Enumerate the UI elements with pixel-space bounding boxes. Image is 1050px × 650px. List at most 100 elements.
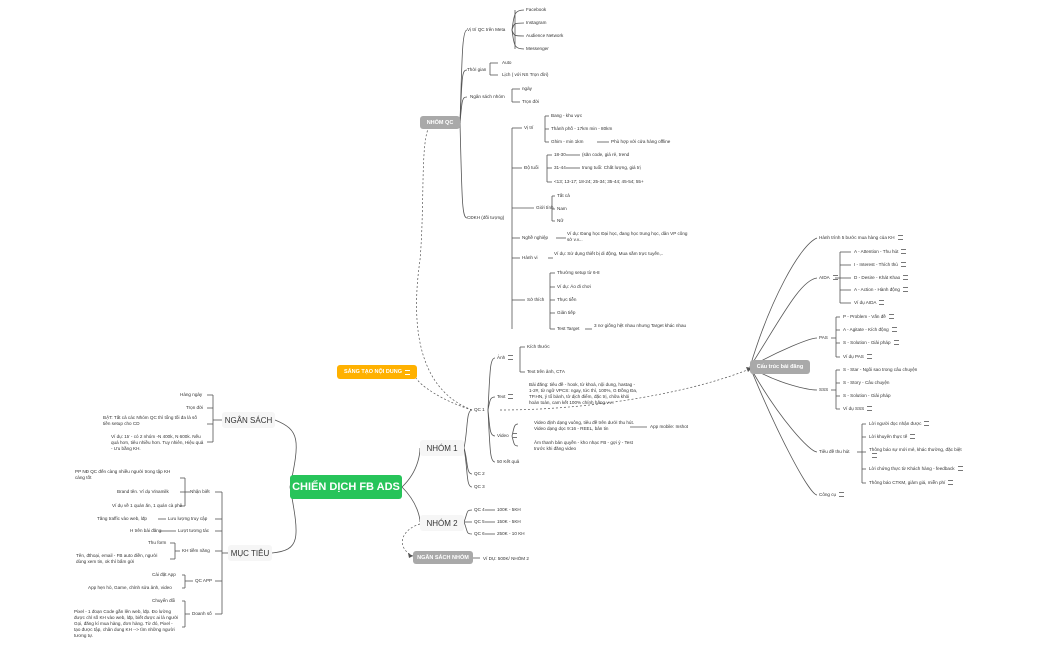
kh-tiem-nang-item-1: Thu form: [148, 540, 167, 545]
aida-interest: I - Interest - Thích thú: [854, 262, 906, 268]
note-icon: [867, 406, 873, 412]
vi-tri-ghim: Ghim - min 1km: [551, 139, 584, 144]
vi-tri-thanh-pho: Thành phố - 17km min - 80km: [551, 126, 613, 131]
qc6-budget: 250K - 10 KH: [497, 531, 525, 536]
ngan-sach-ngay: ngày: [522, 86, 532, 91]
ngan-sach-tron-doi: Trọn đời: [522, 99, 540, 104]
qc5-budget: 150K - 5KH: [497, 519, 521, 524]
cdkh-vi-tri-label: Vị trí: [524, 125, 534, 130]
do-tuoi-b: 31-44: [554, 165, 566, 170]
note-icon: [872, 453, 877, 459]
placement-messenger: Messenger: [526, 46, 549, 51]
sss-label: SSS: [819, 387, 829, 392]
note-icon: [508, 394, 514, 400]
luu-luong-note: Tăng traffic vào web, lđp: [97, 516, 147, 521]
note-icon: [893, 340, 899, 346]
video-note-a: Video định dạng vuông, tiêu đề trên dưới…: [534, 420, 634, 431]
pas-example: Ví dụ PAS: [843, 354, 872, 360]
luu-luong-label: Lưu lượng truy cập: [168, 516, 208, 521]
nhan-biet-item-2: Brand tên. Ví dụ Vinamilk: [117, 489, 169, 494]
note-icon: [948, 480, 954, 486]
qc-app-item-2: App hẹn hò, Game, chỉnh sửa ảnh, video: [88, 585, 172, 590]
ngan-sach-hang-ngay: Hàng ngày: [180, 392, 203, 397]
so-thich-item-2: Ví dụ: Áo đi chơi: [557, 284, 591, 289]
qc2-label: QC 2: [474, 471, 485, 476]
cau-truc-bai-dang-node[interactable]: Cấu trúc bài đăng: [750, 360, 810, 374]
ngan-sach-nhom-note: Ví DỤ: 500K/ NHÓM 2: [483, 556, 529, 561]
pas-label: PAS: [819, 335, 828, 340]
sss-story: S - Story - Câu chuyện: [843, 380, 890, 385]
doanh-so-label: Doanh số: [192, 611, 212, 616]
tieu-de-item-2: Lời khuyên thực tế: [869, 434, 916, 440]
luot-tuong-tac-note: H trên bài đăng: [130, 528, 162, 533]
thoi-gian-label: Thời gian: [467, 67, 487, 72]
nghe-nghiep-label: Nghề nghiệp: [522, 235, 549, 240]
kh-tiem-nang-label: KH tiềm năng: [182, 548, 210, 553]
video-app-note: App mobile: Inshot: [650, 424, 689, 429]
qc3-label: QC 3: [474, 484, 485, 489]
text-note: Bài đăng: tiêu đề - hook, từ khoá, nội d…: [529, 382, 638, 405]
ket-qua-label: 50 Kết quả: [497, 459, 520, 464]
so-thich-item-4: Giản tiếp: [557, 310, 576, 315]
qc1-label: QC 1: [474, 407, 485, 412]
nhom-2-node[interactable]: NHÓM 2: [420, 515, 464, 531]
do-tuoi-b-note: trung tuổi: Chất lượng, giá trị: [582, 165, 641, 170]
note-icon: [866, 354, 872, 360]
tieu-de-label: Tiêu đề thu hút: [819, 449, 850, 454]
qc-app-label: QC APP: [195, 578, 213, 583]
placement-audience-network: Audience Network: [526, 33, 564, 38]
hanh-trinh-label: Hành trình 5 bước mua hàng của KH: [819, 235, 903, 241]
qc6-label: QC 6: [474, 531, 485, 536]
muc-tieu-node[interactable]: MỤC TIÊU: [228, 545, 272, 561]
do-tuoi-c: <13; 13-17; 18-24; 25-34; 35-44; 45-54; …: [554, 179, 644, 184]
test-target-note: 3 nơ giống hệt nhau nhưng Target khác nh…: [594, 323, 687, 328]
nghe-nghiep-note: Ví dụ: Đang học Đại học, đang học trung …: [567, 231, 688, 242]
vi-tri-bang: Bang - khu vực: [551, 113, 583, 118]
anh-kich-thuoc: Kích thước: [527, 344, 550, 349]
note-icon: [508, 355, 514, 361]
qc4-label: QC 4: [474, 507, 485, 512]
note-icon: [879, 300, 885, 306]
note-icon: [897, 235, 903, 241]
nhan-biet-item-3: Ví dụ về 1 quán ăn, 1 quán cà phê: [112, 503, 183, 508]
thoi-gian-auto: Auto: [502, 60, 512, 65]
nhom-qc-node[interactable]: NHÓM QC: [420, 116, 460, 129]
do-tuoi-a: 18-30: [554, 152, 566, 157]
note-icon: [910, 434, 916, 440]
hanh-vi-label: Hành vi: [522, 255, 538, 260]
pas-agitate: A - Agitate - Kích động: [843, 327, 897, 333]
gioi-tinh-tat-ca: Tất cả: [557, 193, 570, 198]
ngan-sach-bat: BẬT: Tất cả các Nhóm QC thì tổng tối đa …: [103, 415, 197, 426]
thoi-gian-lich: Lịch ( với NS Trọn đời): [502, 72, 549, 77]
so-thich-item-3: Thực tiễn: [557, 297, 577, 302]
tieu-de-item-3: Thông báo sự mới mẻ, khác thường, đặc bi…: [869, 447, 969, 459]
qc4-budget: 100K - 5KH: [497, 507, 521, 512]
sang-tao-noi-dung-node[interactable]: SÁNG TẠO NỘI DUNG: [337, 365, 417, 379]
hanh-vi-note: Ví dụ: Sử dụng thiết bị di động, Mua sắm…: [554, 251, 664, 256]
qc-app-item-1: Cài đặt App: [152, 572, 176, 577]
nhom-1-node[interactable]: NHÓM 1: [420, 440, 464, 456]
do-tuoi-label: Độ tuổi: [524, 165, 539, 170]
note-icon: [902, 287, 908, 293]
note-icon: [924, 421, 930, 427]
gioi-tinh-label: Giới tính: [536, 205, 554, 210]
nhan-biet-label: Nhận biết: [190, 489, 210, 494]
root-node[interactable]: CHIẾN DỊCH FB ADS: [290, 475, 402, 499]
sss-example: Ví dụ SSS: [843, 406, 873, 412]
placement-instagram: Instagram: [526, 20, 547, 25]
ngan-sach-node[interactable]: NGÂN SÁCH: [222, 412, 275, 428]
kh-tiem-nang-item-2: Tên, đthoại, email - FB auto điền, người…: [76, 553, 158, 564]
tieu-de-item-5: Thông báo CTKM, giảm giá, miễn phí: [869, 480, 954, 486]
pas-solution: S - Solution - Giải pháp: [843, 340, 899, 346]
video-label: Video: [497, 433, 517, 439]
test-target-label: Test Target: [557, 326, 580, 331]
gioi-tinh-nam: Nam: [557, 206, 567, 211]
text-label: Text: [497, 394, 514, 400]
luot-tuong-tac-label: Lượt tương tác: [178, 528, 210, 533]
aida-attention: A - Attention - Thu hút: [854, 249, 907, 255]
sss-star: S - Star - Ngôi sao trong câu chuyện: [843, 367, 918, 372]
note-icon: [888, 314, 894, 320]
vi-tri-qc-label: Vị trí QC trên Meta: [467, 27, 506, 32]
ngan-sach-nhom-node[interactable]: NGÂN SÁCH NHÓM: [413, 551, 473, 564]
